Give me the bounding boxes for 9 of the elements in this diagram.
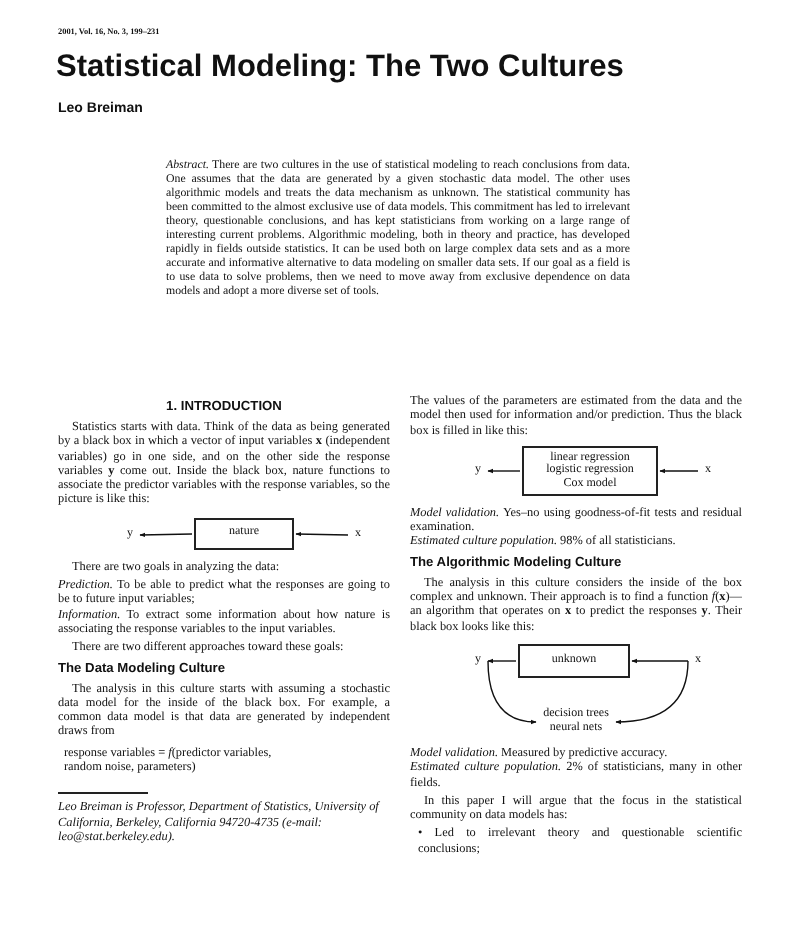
arrow <box>295 531 349 536</box>
arrow <box>631 658 689 664</box>
arrow <box>487 468 521 473</box>
arrow <box>487 658 517 664</box>
arrow <box>487 660 537 724</box>
arrow <box>615 660 689 724</box>
arrow <box>139 532 193 537</box>
arrow <box>659 468 699 473</box>
title: Statistical Modeling: The Two Cultures <box>56 50 624 86</box>
